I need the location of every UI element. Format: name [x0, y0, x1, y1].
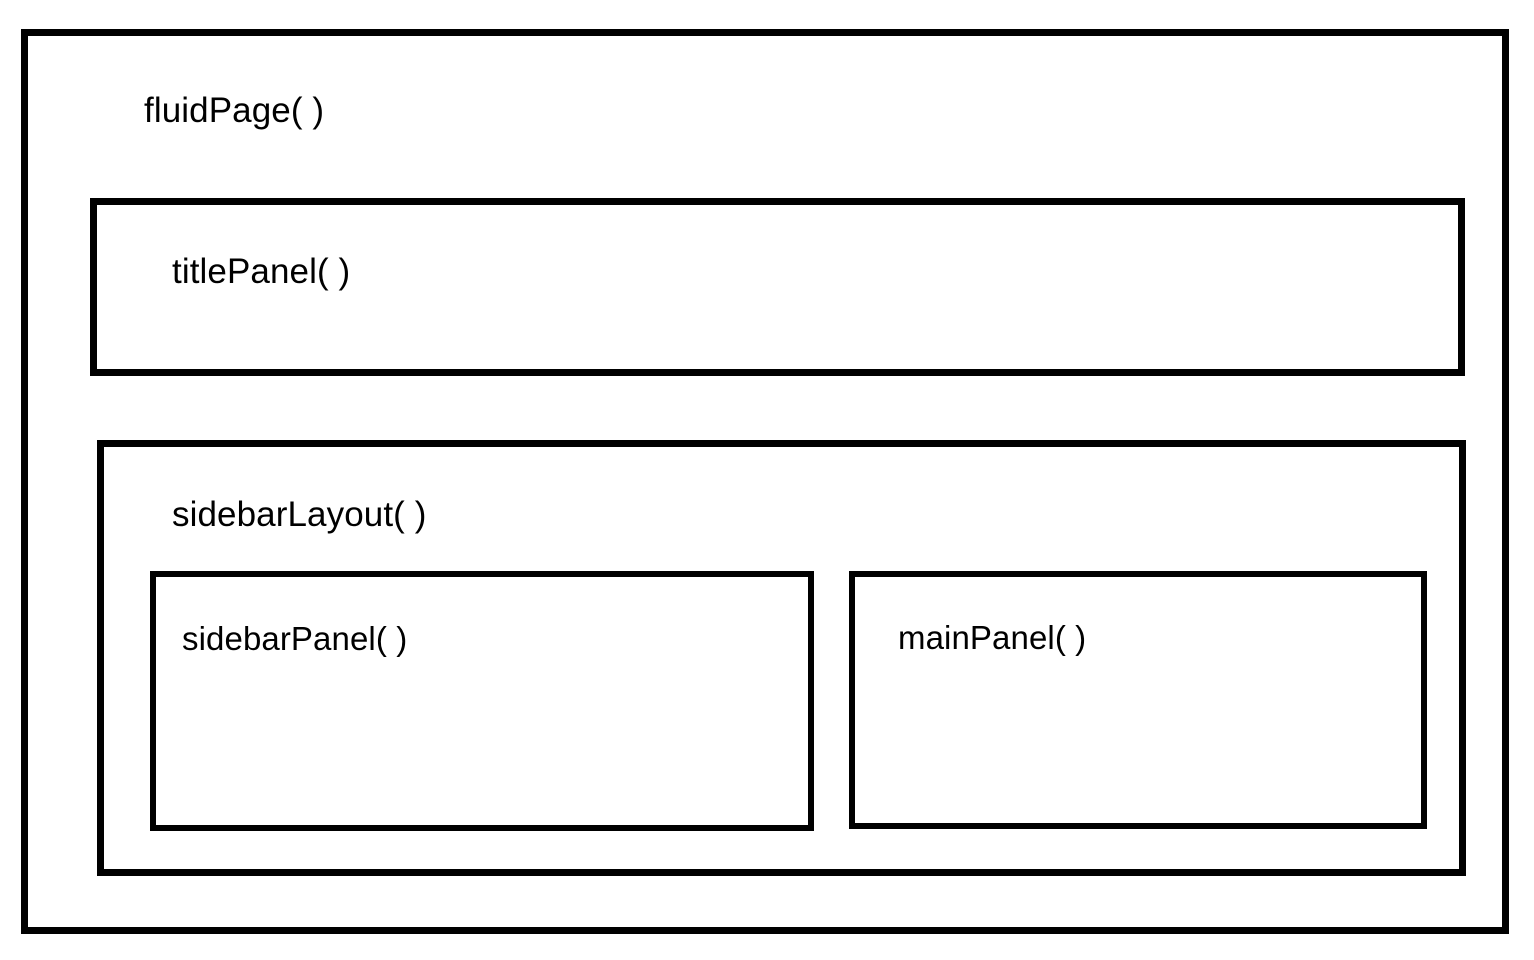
box-label-title-panel: titlePanel( ) — [172, 252, 351, 291]
box-fluid-page: fluidPage( ) titlePanel( ) sidebarLayout… — [21, 29, 1509, 934]
box-label-sidebar-layout: sidebarLayout( ) — [172, 495, 427, 534]
box-label-sidebar-panel: sidebarPanel( ) — [182, 620, 408, 657]
box-title-panel: titlePanel( ) — [90, 198, 1465, 376]
box-main-panel: mainPanel( ) — [849, 571, 1427, 829]
box-label-fluid-page: fluidPage( ) — [144, 91, 325, 130]
box-sidebar-panel: sidebarPanel( ) — [150, 571, 814, 831]
box-label-main-panel: mainPanel( ) — [898, 619, 1087, 656]
box-sidebar-layout: sidebarLayout( ) sidebarPanel( ) mainPan… — [97, 440, 1466, 876]
